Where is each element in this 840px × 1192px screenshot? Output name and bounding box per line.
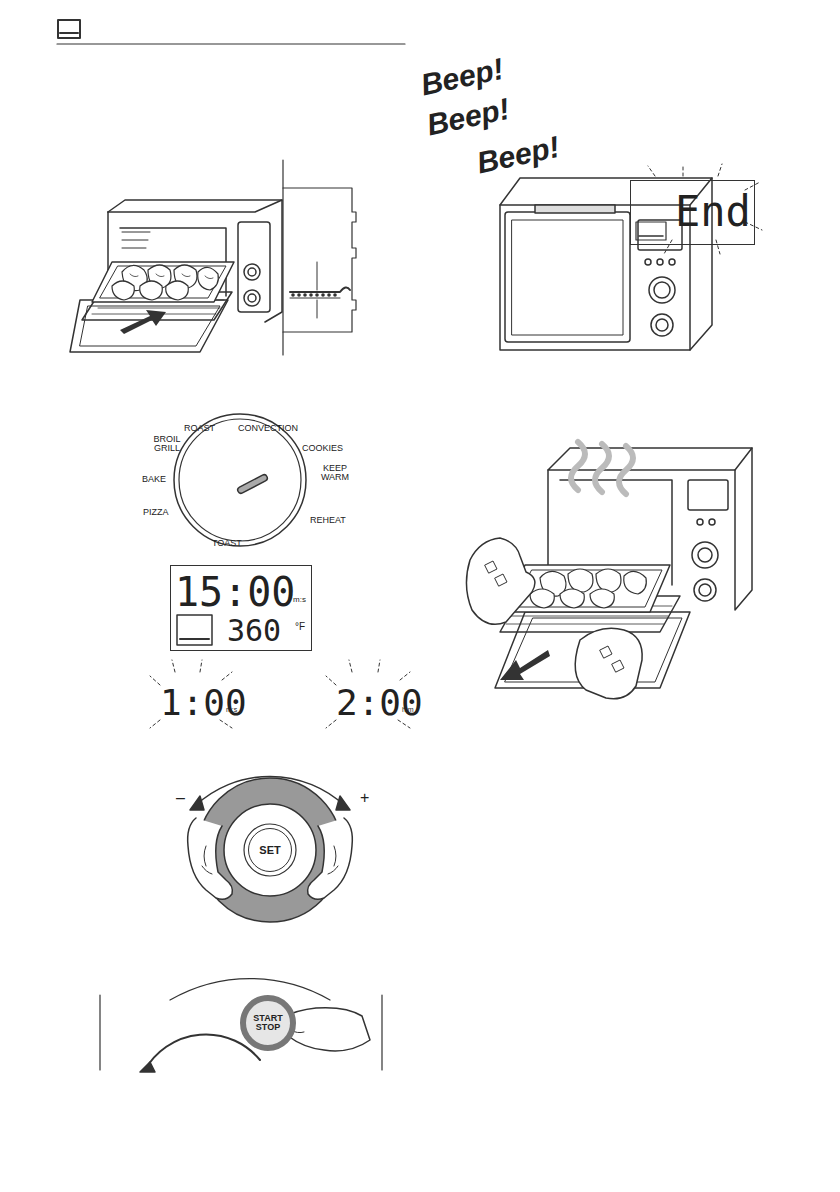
node-text: START STOP: [248, 1014, 288, 1032]
node-text: °F: [295, 622, 305, 632]
diagram-label: Beep!: [418, 53, 506, 101]
diagram-label: 2:00: [336, 684, 423, 722]
diagram-label: h:m: [402, 706, 414, 713]
diagram-label: –: [176, 790, 185, 807]
diagram-label: REHEAT: [310, 516, 346, 525]
diagram-label: COOKIES: [302, 444, 343, 453]
diagram-label: PIZZA: [143, 508, 169, 517]
start-stop-button: START STOP: [240, 995, 296, 1051]
diagram-label: m:s: [226, 706, 237, 713]
diagram-label: KEEP WARM: [314, 464, 356, 483]
diagram-label: +: [360, 790, 369, 807]
set-button: SET: [248, 828, 292, 872]
diagram-label: 1:00: [160, 684, 247, 722]
node-text: 360: [227, 616, 281, 646]
diagram-label: Beep!: [424, 93, 512, 141]
diagram-label: Beep!: [474, 131, 562, 179]
node-text: End: [675, 191, 751, 233]
end-display: End: [630, 180, 755, 245]
node-text: 15:00: [175, 572, 295, 612]
node-text: SET: [250, 845, 290, 856]
diagram-label: ROAST: [184, 424, 215, 433]
node-text: m:s: [293, 596, 306, 604]
diagram-label: CONVECTION: [238, 424, 298, 433]
lcd-display: 15:00m:s 360 °F: [170, 565, 312, 651]
diagram-label: BROIL GRILL: [152, 435, 182, 454]
diagram-label: TOAST: [212, 539, 242, 548]
diagram-label: BAKE: [142, 475, 166, 484]
